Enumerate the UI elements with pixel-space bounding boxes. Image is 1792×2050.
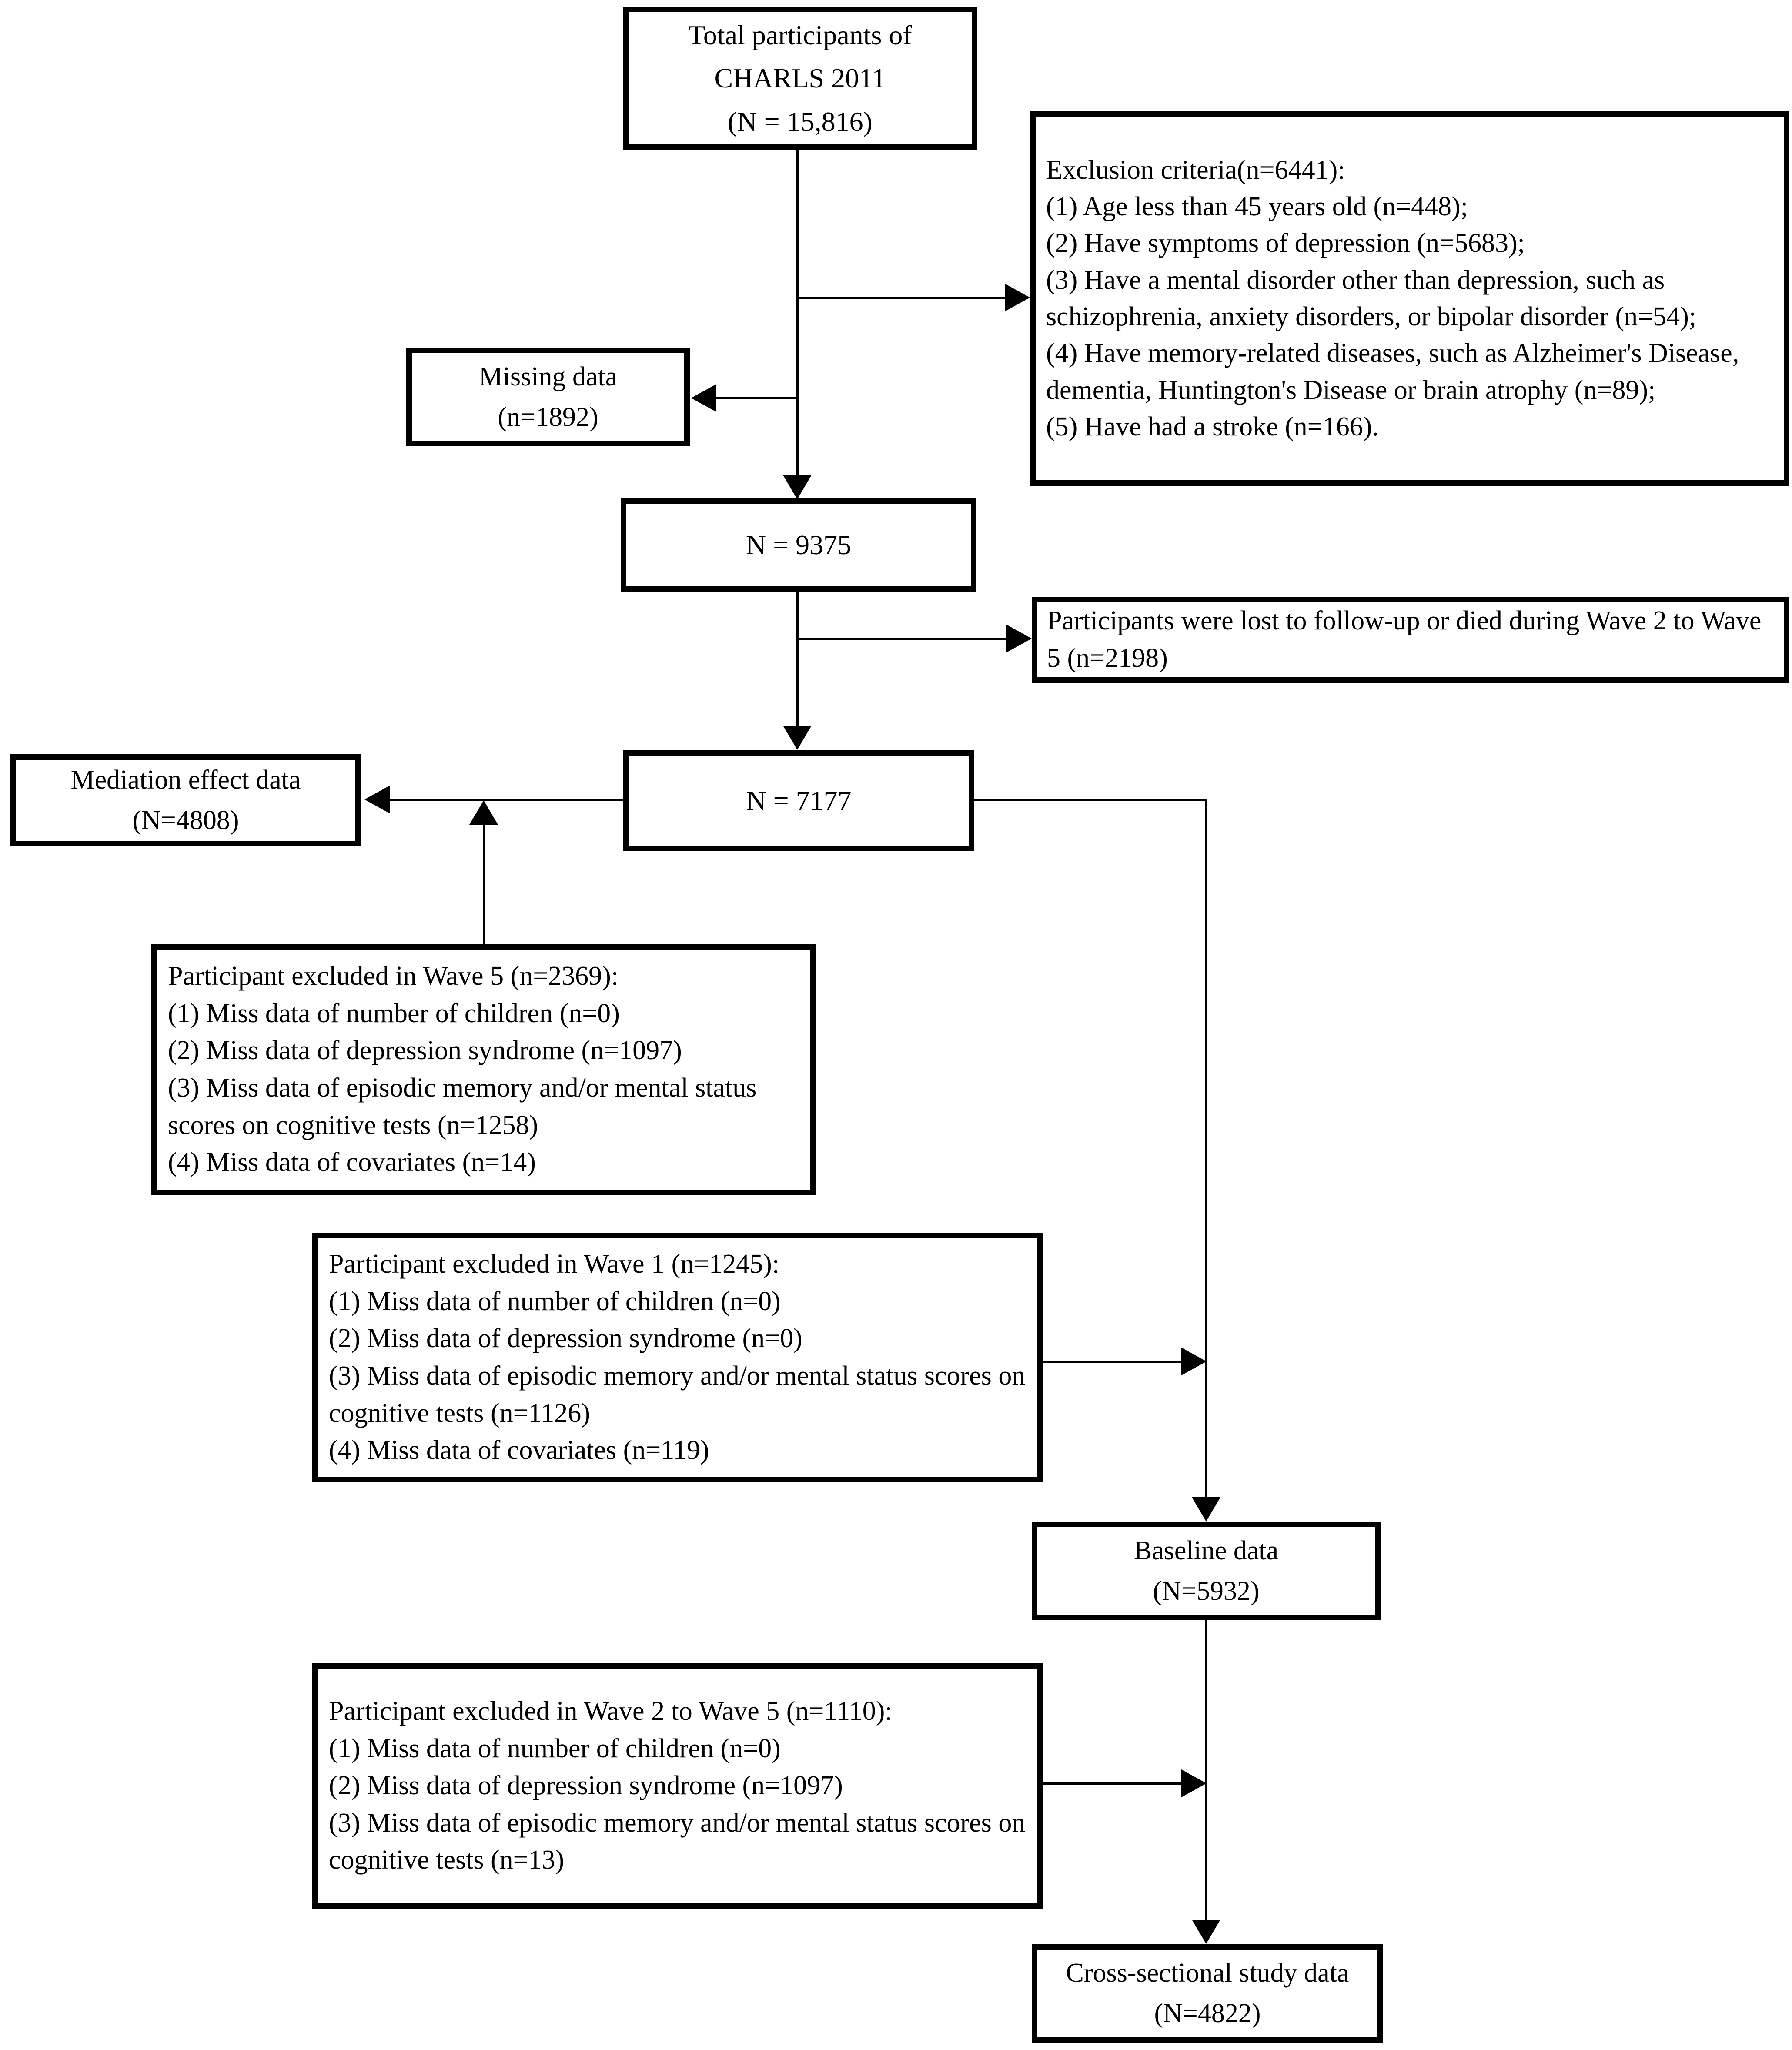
wave5-excluded-item: (1) Miss data of number of children (n=0… xyxy=(168,998,620,1028)
arrowhead-down-icon xyxy=(783,726,812,750)
wave1-excluded-item: (4) Miss data of covariates (n=119) xyxy=(329,1435,709,1465)
wave2to5-excluded-box: Participant excluded in Wave 2 to Wave 5… xyxy=(312,1663,1043,1909)
wave5-excluded-box: Participant excluded in Wave 5 (n=2369):… xyxy=(151,944,816,1195)
connector-line xyxy=(796,148,799,475)
connector-line xyxy=(797,638,1006,640)
arrowhead-left-icon xyxy=(691,384,716,412)
exclusion-criteria-item: (2) Have symptoms of depression (n=5683)… xyxy=(1046,228,1525,258)
wave5-excluded-item: (2) Miss data of depression syndrome (n=… xyxy=(168,1036,682,1066)
wave2to5-excluded-item: (2) Miss data of depression syndrome (n=… xyxy=(329,1771,843,1801)
n9375-label: N = 9375 xyxy=(746,529,852,560)
baseline-data-line: (N=5932) xyxy=(1153,1576,1260,1606)
arrowhead-down-icon xyxy=(1192,1497,1220,1522)
exclusion-criteria-title: Exclusion criteria(n=6441): xyxy=(1046,155,1345,185)
arrowhead-down-icon xyxy=(783,475,812,499)
connector-line xyxy=(716,397,799,399)
connector-line xyxy=(1043,1782,1181,1785)
mediation-effect-box: Mediation effect data (N=4808) xyxy=(10,754,361,846)
wave1-excluded-item: (2) Miss data of depression syndrome (n=… xyxy=(329,1324,802,1354)
n9375-box: N = 9375 xyxy=(621,498,976,592)
cross-sectional-box: Cross-sectional study data (N=4822) xyxy=(1032,1944,1383,2043)
wave5-excluded-title: Participant excluded in Wave 5 (n=2369): xyxy=(168,961,619,991)
baseline-data-box: Baseline data (N=5932) xyxy=(1032,1522,1381,1620)
connector-line xyxy=(974,799,1207,801)
wave1-excluded-title: Participant excluded in Wave 1 (n=1245): xyxy=(329,1249,780,1279)
n7177-box: N = 7177 xyxy=(623,750,974,851)
missing-data-line: Missing data xyxy=(478,361,618,391)
arrowhead-right-icon xyxy=(1181,1348,1207,1375)
mediation-effect-line: (N=4808) xyxy=(132,806,239,835)
arrowhead-down-icon xyxy=(1192,1920,1220,1944)
connector-line xyxy=(1043,1361,1181,1363)
wave1-excluded-box: Participant excluded in Wave 1 (n=1245):… xyxy=(312,1233,1043,1482)
total-participants-line: (N = 15,816) xyxy=(728,106,873,137)
baseline-data-line: Baseline data xyxy=(1133,1535,1279,1565)
wave1-excluded-item: (1) Miss data of number of children (n=0… xyxy=(329,1286,781,1316)
total-participants-line: Total participants of xyxy=(688,20,912,51)
mediation-effect-line: Mediation effect data xyxy=(70,765,301,795)
exclusion-criteria-item: (5) Have had a stroke (n=166). xyxy=(1046,411,1379,441)
connector-line xyxy=(483,823,485,944)
wave2to5-excluded-title: Participant excluded in Wave 2 to Wave 5… xyxy=(329,1696,893,1726)
lost-followup-box: Participants were lost to follow-up or d… xyxy=(1032,597,1789,683)
cross-sectional-line: Cross-sectional study data xyxy=(1066,1958,1349,1988)
missing-data-line: (n=1892) xyxy=(498,402,598,432)
arrowhead-up-icon xyxy=(469,800,498,825)
connector-line xyxy=(797,297,1005,299)
arrowhead-right-icon xyxy=(1181,1769,1207,1797)
arrowhead-right-icon xyxy=(1006,625,1032,652)
total-participants-box: Total participants of CHARLS 2011 (N = 1… xyxy=(623,7,977,150)
exclusion-criteria-item: (3) Have a mental disorder other than de… xyxy=(1046,265,1696,331)
n7177-label: N = 7177 xyxy=(746,785,852,816)
wave2to5-excluded-item: (3) Miss data of episodic memory and/or … xyxy=(329,1808,1026,1875)
connector-line xyxy=(796,592,799,726)
connector-line xyxy=(1205,799,1207,1497)
exclusion-criteria-box: Exclusion criteria(n=6441): (1) Age less… xyxy=(1030,111,1789,486)
exclusion-criteria-item: (4) Have memory-related diseases, such a… xyxy=(1046,338,1739,405)
arrowhead-left-icon xyxy=(364,786,390,813)
cross-sectional-line: (N=4822) xyxy=(1154,1998,1261,2028)
lost-followup-text: Participants were lost to follow-up or d… xyxy=(1047,606,1762,673)
wave1-excluded-item: (3) Miss data of episodic memory and/or … xyxy=(329,1361,1026,1428)
arrowhead-right-icon xyxy=(1005,284,1030,311)
connector-line xyxy=(390,799,623,801)
exclusion-criteria-item: (1) Age less than 45 years old (n=448); xyxy=(1046,192,1468,222)
total-participants-line: CHARLS 2011 xyxy=(714,63,886,94)
wave2to5-excluded-item: (1) Miss data of number of children (n=0… xyxy=(329,1733,781,1763)
missing-data-box: Missing data (n=1892) xyxy=(406,348,690,446)
wave5-excluded-item: (4) Miss data of covariates (n=14) xyxy=(168,1147,536,1177)
wave5-excluded-item: (3) Miss data of episodic memory and/or … xyxy=(168,1073,757,1140)
